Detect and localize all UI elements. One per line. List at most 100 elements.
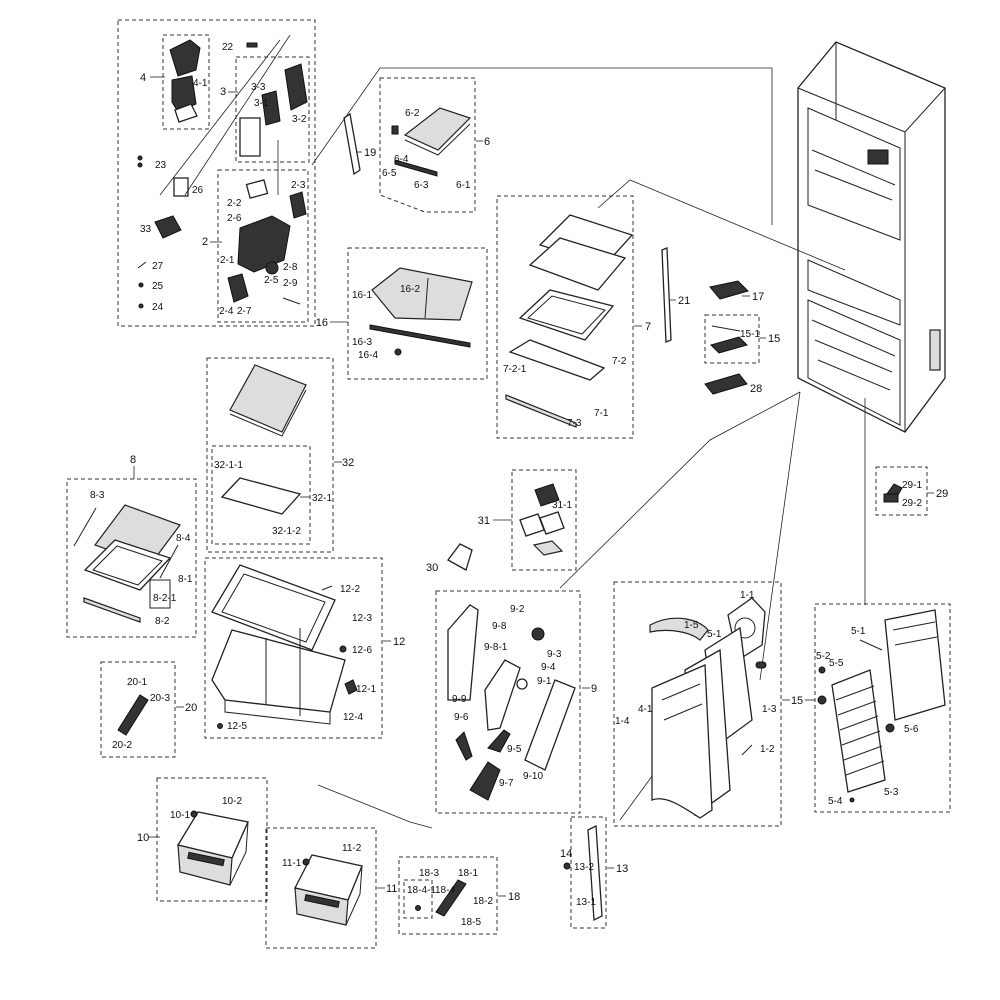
part-31-1-shape xyxy=(534,483,560,507)
label-9-8-1: 9-8-1 xyxy=(484,642,508,653)
label-7-2: 7-2 xyxy=(612,356,627,367)
part-23-shape-a xyxy=(137,155,143,161)
label-11-2: 11-2 xyxy=(342,843,362,854)
label-24: 24 xyxy=(152,302,164,313)
label-28: 28 xyxy=(750,383,762,395)
group-13-frame xyxy=(570,816,607,929)
label-3: 3 xyxy=(220,86,226,98)
part-6-3-shape xyxy=(394,159,438,177)
label-3-3: 3-3 xyxy=(251,82,266,93)
part-26-shape xyxy=(173,177,189,197)
label-16: 16 xyxy=(316,317,328,329)
label-9-9: 9-9 xyxy=(452,694,467,705)
part-13-shape xyxy=(587,824,603,922)
label-5-1: 5-1 xyxy=(851,626,866,637)
label-1-4: 1-4 xyxy=(615,716,630,727)
group-5-frame xyxy=(814,603,951,813)
part-32-top-shape xyxy=(229,364,307,433)
part-8-frame-shape xyxy=(83,539,172,591)
subgroup-2-frame xyxy=(217,169,309,323)
group-13: 14 13-2 13-1 13 xyxy=(560,816,628,929)
part-9-5-shape xyxy=(487,729,511,753)
group-29: 29-1 29-2 29 xyxy=(875,466,948,516)
group-16-frame xyxy=(347,247,488,380)
label-31: 31 xyxy=(478,515,490,527)
label-12-5: 12-5 xyxy=(227,721,247,732)
label-20-2: 20-2 xyxy=(112,740,132,751)
part-31-shape-c xyxy=(532,540,564,556)
part-2-2-shape xyxy=(245,179,269,199)
part-16-3-shape xyxy=(369,324,471,348)
group-31-30: 31 31-1 30 xyxy=(426,469,577,574)
subgroup-4-frame xyxy=(162,34,210,130)
label-6-4: 6-4 xyxy=(394,154,409,165)
group-ice-maker-frame xyxy=(117,19,316,327)
part-5-6-shape xyxy=(885,723,895,733)
group-32-1-frame xyxy=(211,445,311,545)
refrigerator-body xyxy=(797,41,946,433)
part-11-1-shape xyxy=(302,858,310,866)
label-18: 18 xyxy=(508,891,520,903)
part-23-shape-b xyxy=(137,162,143,168)
group-32-frame xyxy=(206,357,334,553)
label-32-1-1: 32-1-1 xyxy=(214,460,243,471)
label-32: 32 xyxy=(342,457,354,469)
part-6-2-shape xyxy=(391,125,399,135)
label-16-3: 16-3 xyxy=(352,337,372,348)
label-19: 19 xyxy=(364,147,376,159)
part-15-1-shape xyxy=(710,336,748,354)
part-22-shape xyxy=(246,42,258,48)
label-32-1-2: 32-1-2 xyxy=(272,526,301,537)
group-ice-maker: 22 4 4-1 3 3-3 3-1 3-2 23 26 2-3 2-2 2-6… xyxy=(117,19,316,327)
label-6-1: 6-1 xyxy=(456,180,471,191)
part-12-3-shape xyxy=(211,564,336,651)
part-12-6-shape xyxy=(339,645,347,653)
part-28-shape xyxy=(704,373,748,395)
part-20-shape xyxy=(117,694,149,736)
part-4-shape xyxy=(169,39,201,113)
group-1: 1 1-1 1-5 5-1 1-3 1-4 4-1 1-2 xyxy=(613,581,797,827)
part-2-3-shape xyxy=(289,191,307,219)
fridge-control-panel xyxy=(867,149,889,165)
label-12-3: 12-3 xyxy=(352,613,372,624)
group-31-frame xyxy=(511,469,577,571)
label-1-5: 1-5 xyxy=(684,620,699,631)
part-1-small-shape xyxy=(755,661,767,669)
label-20-1: 20-1 xyxy=(127,677,147,688)
label-9-6: 9-6 xyxy=(454,712,469,723)
part-14-shape xyxy=(563,862,571,870)
label-11: 11 xyxy=(386,883,397,895)
part-5-panel-shape xyxy=(884,609,946,721)
label-22: 22 xyxy=(222,42,234,53)
group-8: 8 8-3 8-4 8-1 8-2-1 8-2 xyxy=(66,454,197,638)
label-12-4: 12-4 xyxy=(343,712,363,723)
label-18-4: 18-4 xyxy=(435,885,455,896)
label-5-3: 5-3 xyxy=(884,787,899,798)
part-17-shape xyxy=(709,280,749,300)
part-2-8-shape xyxy=(265,261,279,275)
label-7-3: 7-3 xyxy=(567,418,582,429)
label-31-1: 31-1 xyxy=(552,500,572,511)
part-7-3-shape xyxy=(505,394,577,428)
label-8-2-1: 8-2-1 xyxy=(153,593,177,604)
part-3-2-shape xyxy=(284,63,308,111)
label-2-6: 2-6 xyxy=(227,213,242,224)
label-5: 5 xyxy=(797,695,803,707)
label-9-4: 9-4 xyxy=(541,662,556,673)
label-5-2: 5-2 xyxy=(816,651,831,662)
label-20-3: 20-3 xyxy=(150,693,170,704)
label-18-2: 18-2 xyxy=(473,896,493,907)
label-18-1: 18-1 xyxy=(458,868,478,879)
label-13-2: 13-2 xyxy=(574,862,594,873)
group-12: 12 12-2 12-3 12-6 12-1 12-4 12-5 xyxy=(204,557,405,739)
label-21: 21 xyxy=(678,295,690,307)
label-26: 26 xyxy=(192,185,204,196)
label-8-4: 8-4 xyxy=(176,533,191,544)
label-9: 9 xyxy=(591,683,597,695)
label-15: 15 xyxy=(768,333,780,345)
group-17-15-28: 17 15-1 15 28 xyxy=(704,280,780,395)
part-3-1-shape xyxy=(239,117,261,157)
label-7: 7 xyxy=(645,321,651,333)
part-1-5-shape xyxy=(649,617,709,641)
